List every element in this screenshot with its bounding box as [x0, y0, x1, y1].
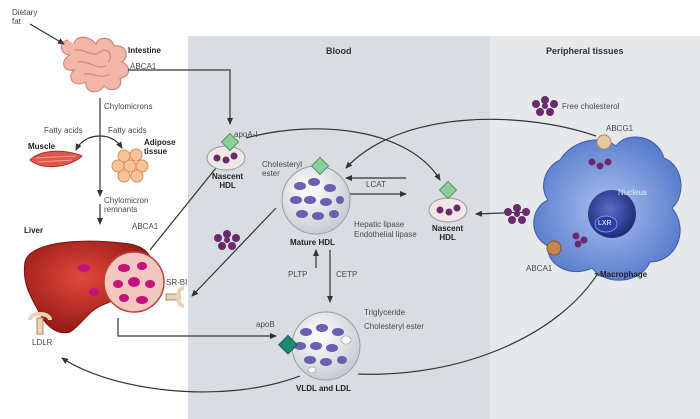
lcat-label: LCAT — [366, 180, 386, 189]
hepatic-lipase-label: Hepatic lipase — [354, 220, 405, 229]
srbi-receptor — [165, 286, 185, 308]
cholesteryl-ester-vldl-label: Cholesteryl ester — [364, 322, 425, 331]
lxr-label: LXR — [598, 220, 612, 227]
nucleus-label: Nucleus — [618, 188, 647, 197]
nascent-hdl-right-label: Nascent HDL — [432, 224, 464, 243]
ldlr-label: LDLR — [32, 338, 53, 347]
triglyceride-label: Triglyceride — [364, 308, 406, 317]
nascent-hdl-right — [428, 180, 468, 223]
blood-section-title: Blood — [326, 46, 352, 56]
liver-label: Liver — [24, 226, 44, 235]
free-cholesterol-label: Free cholesterol — [562, 102, 620, 111]
peripheral-tissues-title: Peripheral tissues — [546, 46, 624, 56]
dietary-fat-label: Dietary fat — [12, 8, 38, 27]
free-cholesterol-cluster-blood — [214, 230, 240, 250]
macrophage-cell — [533, 134, 682, 281]
abca1-macrophage-label: ABCA1 — [526, 264, 553, 273]
intestine-label: Intestine — [128, 46, 161, 55]
abcg1-label: ABCG1 — [606, 124, 634, 133]
nascent-hdl-left — [206, 132, 246, 171]
cetp-label: CETP — [336, 270, 358, 279]
macrophage-label: Macrophage — [600, 270, 648, 279]
apoa1-label: apoA-I — [234, 130, 258, 139]
abca1-liver-label: ABCA1 — [132, 222, 159, 231]
apob-label: apoB — [256, 320, 275, 329]
mature-hdl-label: Mature HDL — [290, 238, 335, 247]
liver-illustration — [23, 240, 165, 334]
fatty-acids-left-label: Fatty acids — [44, 126, 83, 135]
free-cholesterol-cluster-mid — [504, 204, 530, 224]
srbi-label: SR-BI — [166, 278, 188, 287]
pltp-label: PLTP — [288, 270, 308, 279]
mature-hdl — [281, 156, 351, 235]
nascent-hdl-left-label: Nascent HDL — [212, 172, 244, 191]
chylomicrons-label: Chylomicrons — [104, 102, 153, 111]
vldl-ldl-label: VLDL and LDL — [296, 384, 351, 393]
chylomicron-remnants-label: Chylomicron remnants — [104, 196, 149, 215]
fatty-acids-right-label: Fatty acids — [108, 126, 147, 135]
muscle-label: Muscle — [28, 142, 56, 151]
cholesteryl-ester-hdl-label: Cholesteryl ester — [262, 160, 303, 179]
free-cholesterol-cluster-top — [532, 96, 558, 116]
vldl-ldl — [278, 311, 361, 381]
adipose-tissue-label: Adipose tissue — [144, 138, 176, 157]
ldlr-receptor — [28, 312, 52, 335]
muscle-illustration — [29, 150, 83, 168]
abca1-intestine-label: ABCA1 — [130, 62, 157, 71]
intestine-illustration — [60, 36, 130, 93]
endothelial-lipase-label: Endothelial lipase — [354, 230, 417, 239]
adipose-illustration — [111, 148, 149, 183]
